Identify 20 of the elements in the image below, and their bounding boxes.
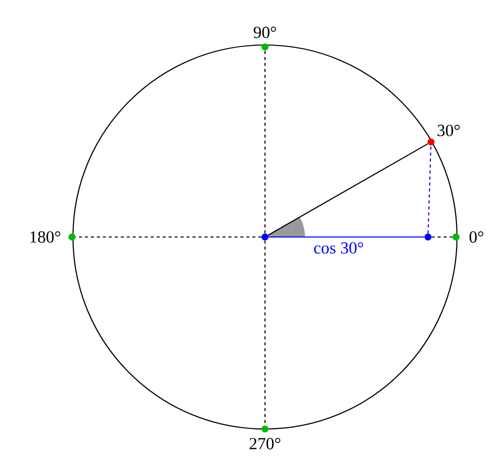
line — [268, 143, 428, 236]
point-dot — [262, 426, 268, 432]
line — [268, 236, 424, 238]
degree-label: 180° — [30, 231, 60, 243]
line — [264, 50, 266, 234]
degree-label: 90° — [254, 26, 276, 38]
point-dot — [68, 234, 76, 240]
point-dot — [428, 138, 434, 146]
point-dot — [452, 234, 460, 240]
point-dot — [262, 234, 268, 240]
point-dot — [262, 44, 268, 50]
line — [76, 236, 262, 238]
edge-label: cos 30° — [312, 241, 365, 255]
line — [428, 146, 432, 234]
point-dot — [424, 234, 432, 240]
line — [432, 236, 452, 238]
degree-label: 30° — [438, 124, 460, 136]
degree-label: 270° — [250, 438, 280, 450]
line — [264, 240, 266, 426]
degree-label: 0° — [470, 231, 484, 243]
